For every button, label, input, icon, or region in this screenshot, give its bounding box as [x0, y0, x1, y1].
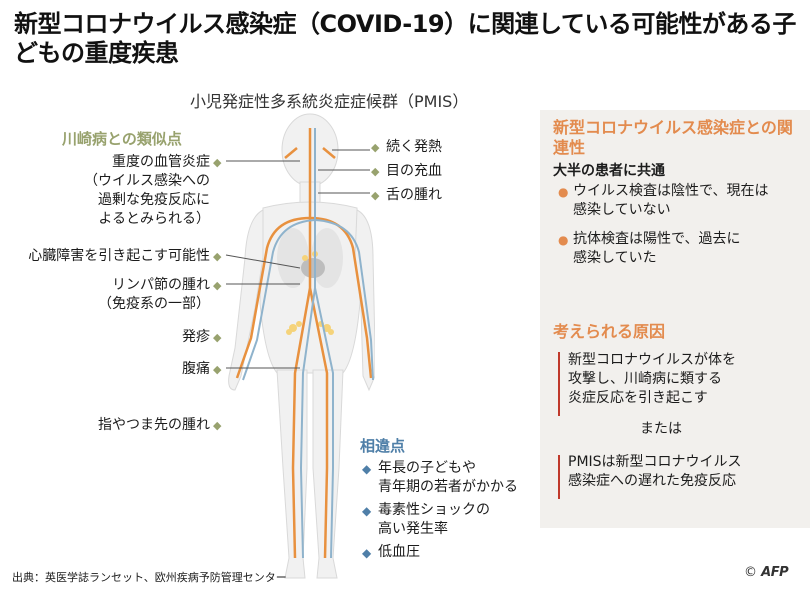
similarity-diamond-icon: ◆: [371, 165, 380, 178]
similarity-diamond-icon: ◆: [213, 331, 222, 344]
bullet-dot-icon: ●: [558, 185, 569, 199]
difference-diamond-icon: ◆: [362, 546, 372, 560]
difference-toxic-shock: 毒素性ショックの 高い発生率: [378, 502, 490, 537]
label-swollen-tongue: 舌の腫れ: [386, 187, 442, 203]
similarity-diamond-icon: ◆: [213, 419, 222, 432]
cause-bracket: [558, 455, 560, 499]
label-heart-damage: 心臓障害を引き起こす可能性: [28, 248, 210, 264]
causes-title: 考えられる原因: [553, 322, 666, 341]
bullet-dot-icon: ●: [558, 233, 569, 247]
label-abdominal-pain: 腹痛: [182, 361, 210, 377]
label-finger-toe-swelling: 指やつま先の腫れ: [98, 417, 210, 433]
similarity-diamond-icon: ◆: [213, 363, 222, 376]
differences-title: 相違点: [360, 437, 406, 455]
similarity-diamond-icon: ◆: [371, 189, 380, 202]
label-vascular-inflammation: 重度の血管炎症 （ウイルス感染への 過剰な免疫反応に よるとみられる）: [84, 154, 210, 227]
similarities-title: 川崎病との類似点: [62, 130, 182, 148]
difference-diamond-icon: ◆: [362, 504, 372, 518]
credit: © AFP: [744, 565, 789, 580]
subtitle: 小児発症性多系統炎症症候群（PMIS）: [190, 92, 469, 111]
difference-low-blood-pressure: 低血圧: [378, 544, 420, 560]
similarity-diamond-icon: ◆: [371, 141, 380, 154]
difference-diamond-icon: ◆: [362, 462, 372, 476]
copyright-symbol: ©: [744, 565, 757, 580]
similarity-diamond-icon: ◆: [213, 156, 222, 169]
human-body-illustration: [228, 113, 375, 579]
label-lymph-node-swelling: リンパ節の腫れ （免疫系の一部）: [98, 277, 210, 312]
page-title: 新型コロナウイルス感染症（COVID-19）に関連している可能性がある子どもの重…: [14, 10, 796, 67]
covid-relation-panel: [540, 110, 810, 528]
label-rash: 発疹: [182, 329, 210, 345]
afp-logo: AFP: [761, 565, 789, 580]
label-persistent-fever: 続く発熱: [386, 139, 442, 155]
similarity-diamond-icon: ◆: [213, 250, 222, 263]
cause-two: PMISは新型コロナウイルス 感染症への遅れた免疫反応: [568, 454, 742, 489]
difference-older-children: 年長の子どもや 青年期の若者がかかる: [378, 460, 518, 495]
panel-title: 新型コロナウイルス感染症との関連性: [553, 118, 793, 157]
source-note: 出典：英医学誌ランセット、欧州疾病予防管理センター: [12, 571, 287, 584]
bullet-virus-test: ウイルス検査は陰性で、現在は 感染していない: [573, 183, 769, 218]
bullet-antibody-test: 抗体検査は陽性で、過去に 感染していた: [573, 231, 741, 266]
common-heading: 大半の患者に共通: [553, 163, 665, 179]
label-red-eyes: 目の充血: [386, 163, 442, 179]
cause-one: 新型コロナウイルスが体を 攻撃し、川崎病に類する 炎症反応を引き起こす: [568, 352, 736, 406]
cause-bracket: [558, 352, 560, 416]
or-label: または: [640, 421, 682, 437]
similarity-diamond-icon: ◆: [213, 279, 222, 292]
